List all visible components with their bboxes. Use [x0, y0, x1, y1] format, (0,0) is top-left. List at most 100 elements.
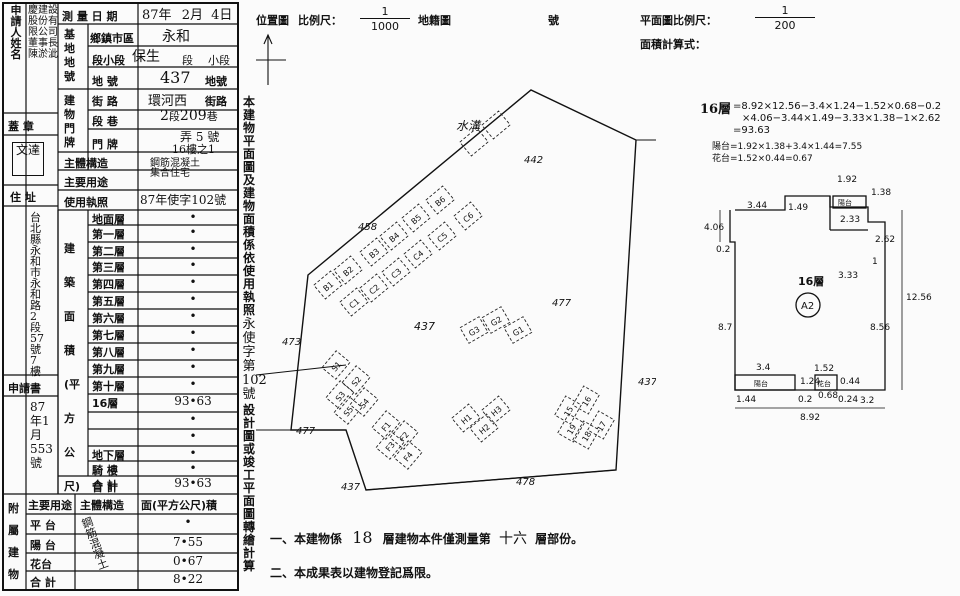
- town-label: 鄉鎮市區: [90, 32, 134, 45]
- plan-scale-den: 200: [774, 19, 796, 32]
- dim-label: 3.2: [860, 396, 874, 406]
- attached-head-use: 主要用途: [28, 499, 72, 512]
- floor-label: 第十層: [92, 380, 125, 393]
- block-label: G3: [467, 325, 481, 338]
- floor-label: 第八層: [92, 346, 125, 359]
- parcel-label: 442: [524, 155, 543, 166]
- floor-row: 第九層•: [88, 360, 238, 376]
- building-block: F4: [393, 440, 423, 470]
- survey-date-label: 測 量 日 期: [62, 10, 118, 23]
- block-outline: [401, 203, 431, 233]
- site-scale-num: 1: [360, 5, 410, 19]
- formula-line: ×4.06−3.44×1.49−3.33×1.38−1×2.62: [742, 113, 941, 124]
- attached-use: 平 台: [30, 519, 56, 532]
- floor-row: 第二層•: [88, 242, 238, 258]
- floor-label: 合 計: [92, 479, 118, 492]
- applicant-name-line: 股份有限公司: [28, 16, 58, 38]
- cadastral-label: 地籍圖: [418, 14, 451, 27]
- block-outline: [349, 387, 379, 417]
- building-area-label: 建築面積(平方公尺): [64, 242, 81, 493]
- floor-plan-drawing: 1.92 1.38 3.44 1.49 2.33 2.62 4.06 0.2 3…: [704, 175, 932, 423]
- floor-area-value: •: [189, 292, 197, 306]
- structure-value: 鋼筋混凝土: [150, 158, 200, 169]
- dim-label: 1.24: [800, 377, 820, 387]
- floor-outline: [729, 195, 886, 391]
- parcel-label: 458: [358, 222, 377, 233]
- use-value: 集合住宅: [150, 168, 190, 179]
- number-suffix: 號: [207, 130, 220, 144]
- building-block: C4: [403, 239, 433, 269]
- water-label: 水溝: [456, 119, 482, 133]
- floor-label: 地面層: [92, 213, 125, 226]
- dim-label: 3.44: [747, 201, 767, 211]
- block-label: S4: [358, 397, 371, 411]
- block-outline: [587, 410, 615, 440]
- floor-area-value: 93•63: [174, 394, 212, 408]
- section-value: 保生: [132, 49, 160, 65]
- building-block: B1: [313, 270, 343, 300]
- dim-label: 2.62: [875, 235, 895, 245]
- building-block: C6: [453, 201, 483, 231]
- dim-label: 0.2: [798, 395, 812, 405]
- road-edge: [256, 364, 347, 376]
- applicant-name: 慶建設 股份有限公司 董事長 陳淤泚: [28, 5, 58, 60]
- year-unit: 年: [158, 8, 172, 23]
- block-label: 19: [565, 423, 578, 436]
- floor-row: 第六層•: [88, 309, 238, 325]
- attached-area-value: 8•22: [173, 572, 203, 586]
- block-label: C6: [461, 211, 475, 225]
- dim-label: 0.44: [840, 377, 860, 387]
- formula-line: =93.63: [733, 125, 771, 136]
- building-block: B2: [333, 255, 363, 285]
- floor-label: 第三層: [92, 261, 125, 274]
- number-value: 5: [195, 130, 204, 144]
- block-label: C3: [389, 267, 403, 281]
- application-value: 87年1月553號: [30, 400, 53, 470]
- note1-prefix: 一、本建物係: [270, 532, 343, 546]
- block-outline: [403, 239, 433, 269]
- dim-label: 3.4: [756, 363, 771, 373]
- building-block: B4: [379, 221, 409, 251]
- dim-label: 1.52: [814, 364, 834, 374]
- block-outline: [359, 273, 389, 303]
- balcony-top-tag: 陽台: [838, 198, 852, 207]
- parcel-label: 437: [341, 482, 361, 493]
- dim-label: 1.49: [788, 203, 808, 213]
- building-block: 19: [557, 413, 585, 443]
- block-label: H2: [477, 422, 491, 436]
- block-outline: [313, 270, 343, 300]
- north-arrow-icon: [263, 33, 273, 45]
- dim-label: 8.56: [870, 323, 890, 333]
- block-label: B4: [387, 231, 401, 245]
- dim-label: 2.33: [840, 215, 860, 225]
- block-outline: [554, 395, 582, 425]
- block-outline: [375, 430, 405, 460]
- floor-row: 第八層 •: [88, 343, 238, 359]
- floor-row: 第一層•: [88, 225, 238, 241]
- base-label: 基地地號: [64, 28, 75, 83]
- floor-label: 第四層: [92, 278, 125, 291]
- floor-label: 第二層: [92, 245, 125, 258]
- flowerbed-box: [814, 374, 838, 391]
- lane-section-suffix: 段: [168, 110, 180, 123]
- plan-floor-label: 16層: [798, 275, 824, 288]
- note-1: 一、本建物係 18 層建物本件僅測量第 十六 層部份。: [270, 528, 583, 548]
- attached-area-value: •: [184, 515, 192, 529]
- dim-label: 8.92: [800, 413, 820, 423]
- middle-text-bottom: 設計圖或竣工平面圖轉繪計算: [242, 403, 255, 573]
- dim-label: 1.38: [871, 188, 891, 198]
- block-outline: [321, 350, 351, 380]
- block-label: H1: [459, 412, 473, 426]
- block-label: 15: [562, 405, 575, 418]
- building-number-label: 建物門牌: [64, 94, 75, 149]
- town-value: 永和: [162, 29, 190, 45]
- unit-tag: A2: [801, 301, 814, 312]
- block-label: B5: [409, 213, 423, 227]
- lane-value-group: 2段209巷: [160, 108, 218, 124]
- block-outline: [379, 221, 409, 251]
- applicant-name-line: 陳淤泚: [28, 49, 58, 60]
- floor-area-value: •: [189, 343, 197, 357]
- site-number-label: 號: [548, 14, 559, 27]
